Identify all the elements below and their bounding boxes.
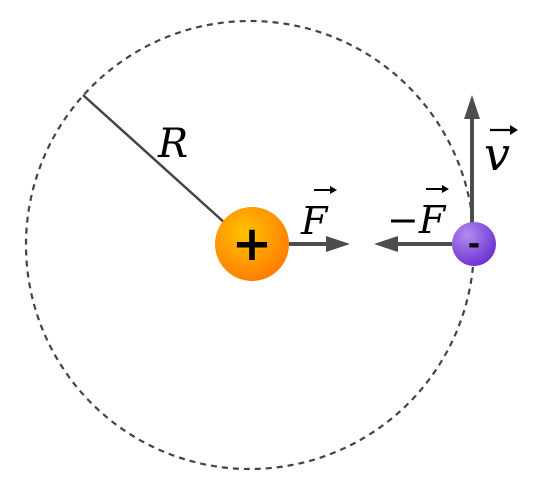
vector-accent-icon (314, 186, 337, 194)
negative-charge-sign: - (468, 227, 480, 262)
radius-label: R (157, 121, 188, 167)
reaction-force-label-text: −F (387, 198, 447, 242)
velocity-arrow (464, 95, 480, 228)
force-arrow (286, 236, 350, 252)
force-label: F (300, 186, 337, 243)
vector-accent-icon (426, 185, 449, 193)
velocity-label-text: v (484, 127, 510, 181)
positive-charge-sign: + (232, 216, 272, 272)
arrow-right-icon (326, 236, 350, 252)
negative-charge: - (452, 222, 496, 266)
radius-line (82, 94, 227, 225)
arrow-left-icon (374, 236, 398, 252)
vector-accent-icon (490, 125, 518, 135)
velocity-label: v (484, 125, 518, 181)
arrow-up-icon (464, 95, 480, 119)
positive-charge: + (215, 207, 289, 281)
reaction-force-arrow (374, 236, 452, 252)
force-label-text: F (300, 199, 329, 243)
reaction-force-label: −F (387, 185, 449, 242)
